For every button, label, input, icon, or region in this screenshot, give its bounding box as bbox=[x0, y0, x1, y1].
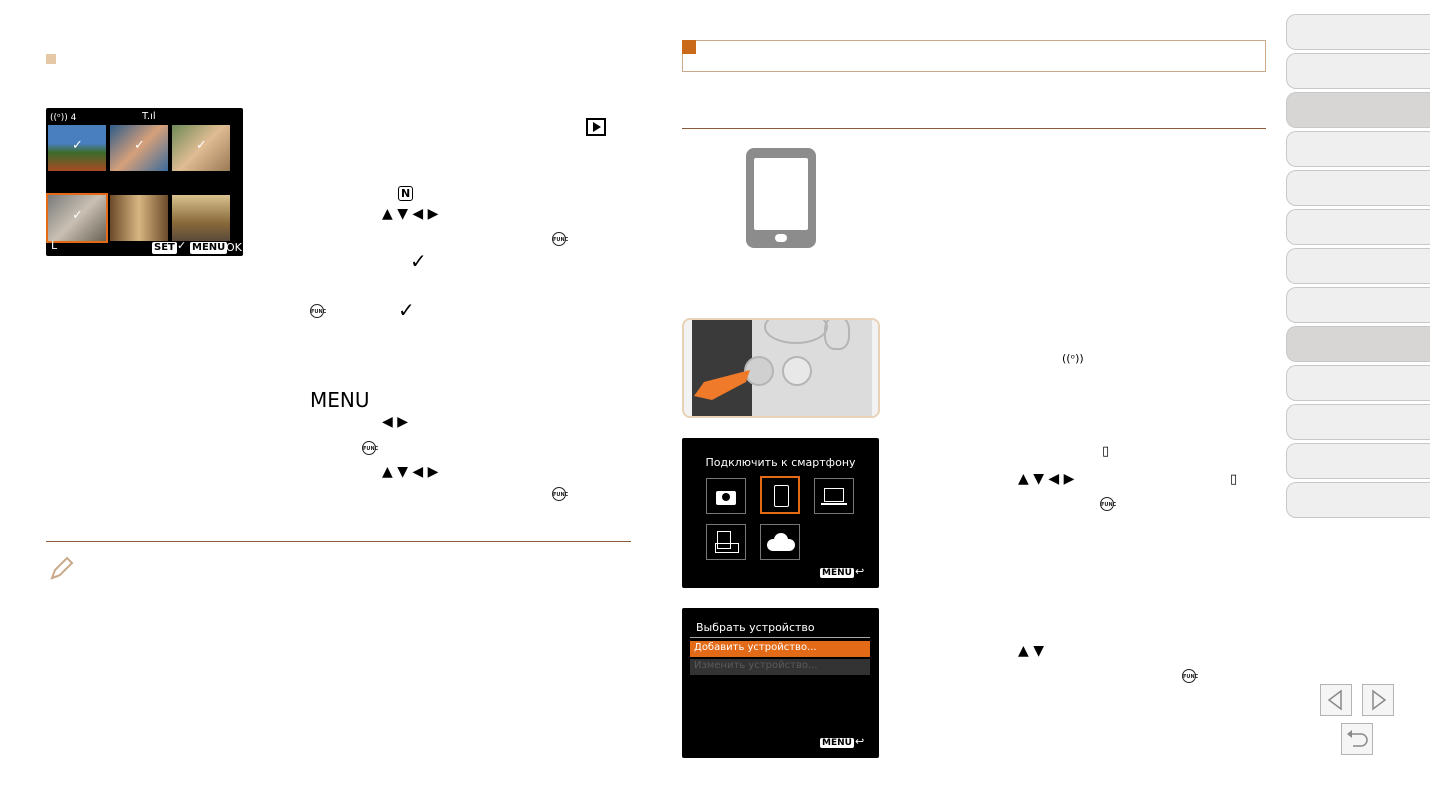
menu-button-label: MENU bbox=[310, 388, 370, 412]
func-set-button-icon: FUNC bbox=[552, 232, 568, 246]
section-heading-box bbox=[682, 40, 1266, 72]
lcd-thumbnail bbox=[110, 195, 168, 241]
subsection-marker bbox=[46, 54, 56, 64]
nav-tab-13[interactable] bbox=[1286, 482, 1430, 518]
lcd-thumbnail bbox=[172, 195, 230, 241]
up-down-keys-icon: ▲ ▼ bbox=[1018, 643, 1044, 659]
direction-keys-icon: ▲ ▼ ◀ ▶ bbox=[1018, 471, 1075, 487]
menu-item-edit-device: Изменить устройство... bbox=[690, 659, 870, 675]
nav-tab-10[interactable] bbox=[1286, 365, 1430, 401]
direction-keys-icon: ▲ ▼ ◀ ▶ bbox=[382, 464, 439, 480]
left-right-keys-icon: ◀ ▶ bbox=[382, 414, 408, 430]
smartphone-device-icon-selected bbox=[760, 476, 800, 514]
nav-tab-5[interactable] bbox=[1286, 170, 1430, 206]
lcd-corner-bracket: L bbox=[51, 239, 58, 252]
lcd-select-device-screen: Выбрать устройство Добавить устройство..… bbox=[682, 608, 879, 758]
direction-keys-icon: ▲ ▼ ◀ ▶ bbox=[382, 206, 439, 222]
lcd-thumbnail bbox=[110, 125, 168, 171]
nav-tab-8[interactable] bbox=[1286, 287, 1430, 323]
prev-page-button[interactable] bbox=[1320, 684, 1352, 716]
next-page-button[interactable] bbox=[1362, 684, 1394, 716]
menu-item-add-device: Добавить устройство... bbox=[690, 641, 870, 657]
func-set-button-icon: FUNC bbox=[362, 441, 378, 455]
nav-tab-11[interactable] bbox=[1286, 404, 1430, 440]
smartphone-icon bbox=[746, 148, 816, 248]
check-mark-icon: ✓ bbox=[72, 208, 83, 223]
screen-menu-label: MENU bbox=[820, 738, 854, 748]
return-arrow-icon: ↩ bbox=[855, 735, 865, 748]
printer-device-icon bbox=[706, 524, 746, 560]
check-mark-icon: ✓ bbox=[410, 249, 427, 273]
nav-tab-12[interactable] bbox=[1286, 443, 1430, 479]
return-arrow-icon: ↩ bbox=[855, 565, 865, 578]
screen-title: Выбрать устройство bbox=[696, 621, 815, 634]
screen-menu-label: MENU bbox=[820, 568, 854, 578]
check-mark-icon: ✓ bbox=[196, 138, 207, 153]
check-mark-icon: ✓ bbox=[398, 298, 415, 322]
smartphone-icon: ▯ bbox=[1230, 472, 1238, 487]
smartphone-icon: ▯ bbox=[1102, 444, 1110, 459]
pencil-note-icon bbox=[50, 556, 74, 580]
check-mark-icon: ✓ bbox=[72, 138, 83, 153]
func-set-button-icon: FUNC bbox=[1100, 497, 1116, 511]
nav-tab-2[interactable] bbox=[1286, 53, 1430, 89]
nav-tab-3[interactable] bbox=[1286, 92, 1430, 128]
return-arrow-icon bbox=[1347, 730, 1368, 747]
camera-wifi-button-photo bbox=[682, 318, 880, 418]
lcd-connect-smartphone-screen: Подключить к смартфону MENU ↩ bbox=[682, 438, 879, 588]
triangle-right-icon bbox=[1372, 689, 1387, 711]
nav-tab-7[interactable] bbox=[1286, 248, 1430, 284]
nav-tab-9[interactable] bbox=[1286, 326, 1430, 362]
nav-tab-6[interactable] bbox=[1286, 209, 1430, 245]
triangle-left-icon bbox=[1327, 689, 1342, 711]
play-icon bbox=[586, 118, 606, 136]
lcd-set-label: SET bbox=[152, 242, 177, 254]
computer-device-icon bbox=[814, 478, 854, 514]
cloud-service-icon bbox=[760, 524, 800, 560]
lcd-thumbnail bbox=[48, 125, 106, 171]
lcd-index-screenshot: ((ᵒ)) 4 T.ıl ✓ ✓ ✓ ✓ L SET ✓ MENU OK bbox=[46, 108, 243, 256]
section-marker bbox=[682, 40, 696, 54]
check-mark-icon: ✓ bbox=[177, 239, 187, 252]
nfc-icon: N bbox=[398, 186, 414, 201]
func-set-button-icon: FUNC bbox=[310, 304, 326, 318]
nav-tab-1[interactable] bbox=[1286, 14, 1430, 50]
camera-device-icon bbox=[706, 478, 746, 514]
back-button[interactable] bbox=[1341, 723, 1373, 755]
lcd-ok-label: OK bbox=[226, 241, 242, 254]
signal-strength-icon: T.ıl bbox=[142, 111, 156, 122]
lcd-thumbnail-selected bbox=[46, 193, 108, 243]
lcd-menu-label: MENU bbox=[190, 242, 228, 254]
lcd-wifi-status: ((ᵒ)) 4 bbox=[50, 113, 77, 123]
note-divider bbox=[46, 541, 631, 542]
title-underline bbox=[690, 637, 870, 638]
nav-tab-4[interactable] bbox=[1286, 131, 1430, 167]
screen-title: Подключить к смартфону bbox=[705, 456, 856, 469]
check-mark-icon: ✓ bbox=[134, 138, 145, 153]
func-set-button-icon: FUNC bbox=[1182, 669, 1198, 683]
lcd-thumbnail bbox=[172, 125, 230, 171]
wifi-icon: ((ᵒ)) bbox=[1062, 352, 1084, 365]
func-set-button-icon: FUNC bbox=[552, 487, 568, 501]
section-divider bbox=[682, 128, 1266, 129]
